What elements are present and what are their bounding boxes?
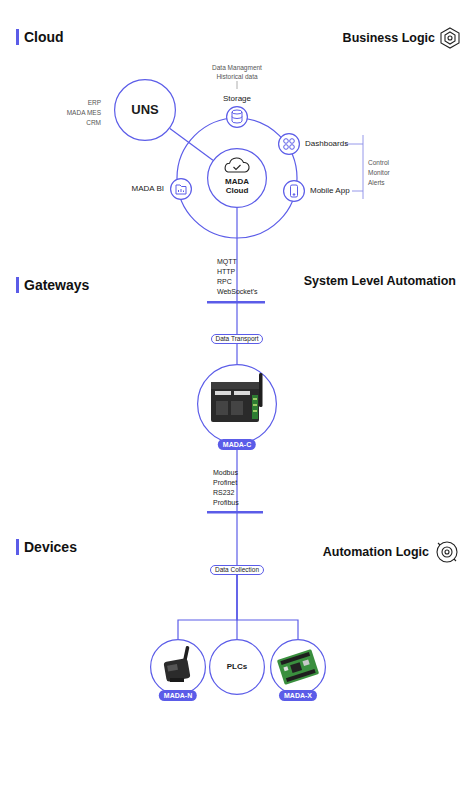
protocol-name: MQTT xyxy=(217,258,237,266)
transport-pill: Data Transport xyxy=(211,334,263,344)
node-text: MADA BI xyxy=(132,185,164,193)
node-text: MADA Cloud xyxy=(220,177,254,195)
bracket xyxy=(363,135,364,199)
bus-bar xyxy=(207,301,265,304)
circle-outline xyxy=(278,133,300,155)
system-name: ERP xyxy=(88,99,101,107)
gear-icon xyxy=(441,28,459,48)
layer-title: Automation Logic xyxy=(323,545,429,560)
node-text: MADA-C xyxy=(218,439,256,450)
protocol-name: Modbus xyxy=(213,469,238,477)
section-heading: Devices xyxy=(24,539,77,556)
node-text: Dashboards xyxy=(305,140,348,148)
connector-line xyxy=(236,208,237,334)
mobile-icon-node: Mobile App xyxy=(283,180,305,202)
section-heading: Cloud xyxy=(24,29,64,46)
heading-bar xyxy=(16,539,19,555)
gear-icon xyxy=(437,542,457,562)
protocol-name: RPC xyxy=(217,278,232,286)
connector-line xyxy=(178,575,237,639)
gateway-circle: MADA-C xyxy=(197,364,277,444)
feature-name: Alerts xyxy=(368,179,385,187)
protocol-name: Profinet xyxy=(213,479,237,487)
circle-outline xyxy=(197,364,277,444)
circle-outline xyxy=(283,180,305,202)
node-text: Mobile App xyxy=(310,187,350,195)
connector-line xyxy=(237,575,298,639)
cloud-icon xyxy=(225,158,249,172)
heading-bar xyxy=(16,29,19,45)
feature-name: Monitor xyxy=(368,169,390,177)
circle-outline xyxy=(226,106,248,128)
node-text: Storage xyxy=(223,95,251,103)
protocol-name: RS232 xyxy=(213,489,234,497)
dashboard-icon xyxy=(284,139,295,150)
node-text: MADA-N xyxy=(159,690,197,701)
note-text: Data Managment xyxy=(137,64,337,72)
io-board xyxy=(277,649,319,685)
node-text: UNS xyxy=(114,103,176,117)
bus-bar xyxy=(207,511,263,514)
circle-outline xyxy=(150,639,206,695)
node-text: MADA-X xyxy=(279,690,317,701)
note-text: Historical data xyxy=(137,73,337,81)
node-text: Data Collection xyxy=(215,567,259,574)
section-heading: Gateways xyxy=(24,277,89,294)
protocol-name: HTTP xyxy=(217,268,235,276)
layer-title: Business Logic xyxy=(343,31,435,46)
node-text: Data Transport xyxy=(216,336,259,343)
sensor-device xyxy=(163,646,190,682)
bracket xyxy=(352,191,363,192)
connector-line xyxy=(170,128,213,160)
bi-icon xyxy=(176,185,186,194)
heading-bar xyxy=(16,277,19,293)
feature-name: Control xyxy=(368,159,389,167)
leader-line xyxy=(237,81,238,89)
dashboards-icon-node: Dashboards xyxy=(278,133,300,155)
database-icon xyxy=(232,110,242,123)
system-name: MADA MES xyxy=(67,109,101,117)
uns-circle: UNS xyxy=(114,79,176,141)
layer-title: System Level Automation xyxy=(304,274,456,289)
device-circle: MADA-X xyxy=(270,639,326,695)
storage-icon-node: Storage xyxy=(226,106,248,128)
device-circle: MADA-N xyxy=(150,639,206,695)
gateway-device xyxy=(211,373,263,422)
circle-outline xyxy=(170,178,192,200)
bi-icon-node: MADA BI xyxy=(170,178,192,200)
protocol-name: Profibus xyxy=(213,499,239,507)
system-name: CRM xyxy=(86,119,101,127)
collection-pill: Data Collection xyxy=(210,565,264,575)
node-text: PLCs xyxy=(209,663,265,672)
connector-line xyxy=(236,344,237,364)
device-circle: PLCs xyxy=(209,639,265,695)
protocol-name: WebSocket's xyxy=(217,288,258,296)
circle-outline xyxy=(270,639,326,695)
cloud-hub-circle: MADA Cloud xyxy=(207,148,267,208)
phone-icon xyxy=(291,185,298,197)
